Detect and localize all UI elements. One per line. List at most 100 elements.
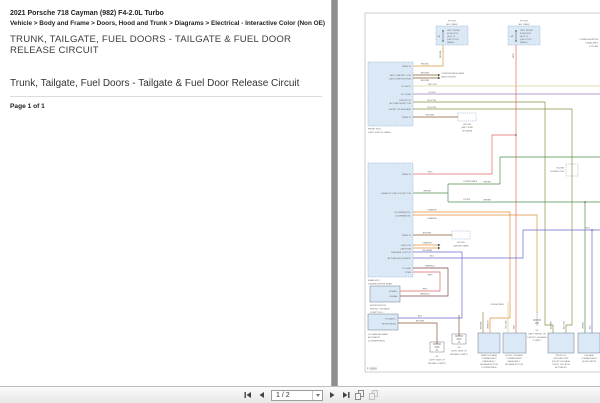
document-title: TRUNK, TAILGATE, FUEL DOORS - TAILGATE &… — [10, 34, 292, 56]
diagram-label: REAR MCU — [368, 279, 380, 282]
diagram-label: BROWN — [421, 80, 430, 82]
diagram-label: RED — [423, 288, 428, 290]
diagram-label: HOT AT — [520, 20, 528, 23]
next-page-button[interactable] — [327, 390, 337, 401]
arrow-icon — [438, 246, 441, 250]
two-page-view-button[interactable] — [355, 389, 365, 401]
diagram-label: CAN COMFORT HIGH — [389, 78, 412, 81]
diagram-label: RED — [514, 324, 516, 329]
diagram-label: LEFT FRONT — [520, 30, 534, 32]
diagram-label: ILLUMINATION- — [395, 215, 411, 218]
page-number-input[interactable]: 1 / 2 — [271, 389, 323, 401]
page-nav-group: 1 / 2 — [243, 389, 379, 401]
diagram-label: (UNDER SEAT) — [453, 245, 469, 248]
diagram-label: 5A — [510, 35, 513, 38]
component-box — [369, 285, 401, 303]
diagram-label: (LEFT KICK — [447, 39, 459, 41]
diagram-label: PANEL) — [520, 41, 528, 44]
page-divider — [331, 0, 338, 387]
diagram-label: F-15808 — [367, 367, 377, 371]
diagram-label: LINES SYSTEM — [441, 77, 456, 79]
wire — [398, 322, 438, 344]
prev-page-button[interactable] — [257, 390, 267, 401]
diagram-label: PANEL) — [447, 41, 455, 44]
diagram-label: ORANGE — [487, 320, 490, 329]
wire — [400, 271, 441, 292]
diagram-label: COMPT LID LATCH — [552, 363, 570, 366]
diagram-label: VIOLET — [428, 92, 436, 94]
component-box — [435, 25, 469, 46]
diagram-label: CLOSED — [402, 268, 411, 270]
diagram-label: SIGNAL- — [389, 295, 398, 298]
component-box — [367, 162, 414, 278]
diagram-label: (LEFT SIDE OF — [429, 359, 445, 361]
junction-dot — [442, 30, 444, 32]
diagram-label: ACTUATOR — [368, 336, 380, 339]
diagram-label: LID ACTUATOR — [582, 360, 597, 363]
diagram-label: FRONT LID — [399, 100, 411, 102]
next-page-icon — [330, 392, 335, 398]
component-box — [367, 313, 399, 331]
junction-dot — [515, 134, 517, 136]
diagram-label: FRONT LUGGAGE — [528, 336, 547, 339]
diagram-label: (FRONT LUGGAGE — [552, 360, 571, 363]
last-page-button[interactable] — [341, 390, 351, 401]
section-title: Trunk, Tailgate, Fuel Doors - Tailgate &… — [10, 78, 322, 97]
diagram-label: BRN/BLU — [425, 265, 435, 267]
junction-dot — [591, 229, 593, 231]
diagram-label: BLU/YEL — [428, 107, 438, 109]
diagram-label: OF DASH) — [462, 129, 473, 132]
diagram-label: REAR LUGGAGE — [481, 354, 498, 357]
diagram-label: (LEFT KICK — [520, 39, 532, 41]
diagram-label: COMPARTMENT — [506, 357, 522, 360]
diagram-label: RED — [513, 53, 515, 58]
two-page-view-icon — [355, 389, 365, 401]
diagram-label: COMPT) — [533, 340, 542, 342]
diagram-label: OPEN — [405, 272, 412, 274]
diagram-label: GREEN — [583, 321, 585, 329]
wire — [413, 134, 516, 175]
diagram-label: CONVERTIBLE — [463, 181, 478, 183]
diagram-label: RELEASE OUTPUT — [391, 251, 411, 254]
single-page-view-button[interactable] — [369, 389, 379, 401]
diagram-label: GREEN — [483, 182, 491, 184]
diagram-label: YELLOW — [427, 84, 437, 86]
diagram-label: (BOX C) — [520, 36, 529, 38]
diagram-label: COMMUNICATION DATA — [441, 72, 464, 75]
breadcrumb: Vehicle > Body and Frame > Doors, Hood a… — [10, 20, 326, 27]
diagram-label: RED — [428, 172, 433, 174]
diagram-label: CLOSER RELEASE — [368, 333, 388, 336]
viewer-toolbar: 1 / 2 — [0, 386, 600, 403]
diagram-label: COMPARTMENT — [581, 357, 597, 360]
diagram-label: SYSTEM — [589, 46, 598, 48]
diagram-label: G5 — [536, 330, 540, 332]
diagram-label: G8 — [458, 347, 462, 349]
diagram-label: (CONVERTIBLE) — [368, 341, 385, 343]
junction-dot — [515, 30, 517, 32]
diagram-label: BROWN — [426, 115, 435, 117]
component-box — [457, 112, 477, 122]
page-indicator: 1 / 2 — [276, 391, 290, 399]
diagram-label: CAN HIGH — [400, 248, 411, 251]
diagram-label: SPLICE — [457, 242, 465, 244]
diagram-label: REAR LID UNLOCK BUTTON — [382, 192, 412, 195]
diagram-label: CAN LOW — [401, 244, 412, 247]
prev-page-icon — [259, 392, 264, 398]
diagram-label: FRONT LID — [556, 355, 567, 357]
diagram-label: (LEFT FRONT OF — [528, 333, 546, 335]
arrow-icon — [438, 73, 441, 77]
diagram-label: ORG/BRN — [422, 250, 433, 252]
diagram-label: MONITORING — [382, 324, 396, 326]
document-page-1: 2021 Porsche 718 Cayman (982) F4-2.0L Tu… — [10, 10, 326, 110]
diagram-label: VOLTAGE+ — [385, 318, 397, 321]
diagram-label: ENGINE COMPT) — [450, 354, 468, 356]
diagram-label: BROWN — [551, 321, 553, 329]
diagram-label: BLU — [418, 316, 423, 318]
wire — [413, 229, 600, 259]
first-page-button[interactable] — [243, 390, 253, 401]
component-box — [547, 332, 575, 354]
page-dropdown-button[interactable] — [312, 390, 322, 400]
